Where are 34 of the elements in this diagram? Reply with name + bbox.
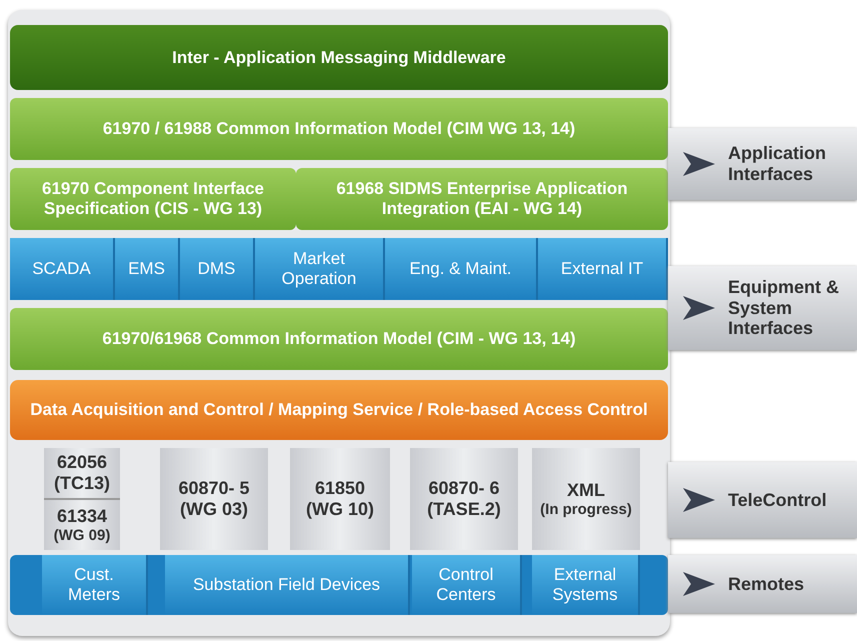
- module-cell: Eng. & Maint.: [385, 238, 538, 300]
- standard-number: XML: [567, 480, 605, 501]
- layer-band: 61970 / 61988 Common Information Model (CIM WG 13, 14): [10, 98, 668, 160]
- module-cell: Substation Field Devices: [165, 555, 410, 615]
- module-cell: EMS: [115, 238, 180, 300]
- interface-tab: [668, 555, 857, 613]
- interface-tab: [668, 266, 857, 350]
- layer-band: 61970/61968 Common Information Model (CIM - WG 13, 14): [10, 308, 668, 370]
- tab-label: Remotes: [728, 574, 806, 594]
- standard-note: (In progress): [540, 500, 632, 518]
- layer-band: Data Acquisition and Control / Mapping Service / Role-based Access Control: [10, 380, 668, 440]
- module-cell: External Systems: [532, 555, 640, 615]
- tab-label: TeleControl: [728, 490, 828, 510]
- interface-tab: [668, 462, 857, 538]
- standard-cell: 60870- 5 (WG 03): [160, 448, 268, 550]
- layer-band: Inter - Application Messaging Middleware: [10, 25, 668, 90]
- module-cell: External IT: [538, 238, 668, 300]
- standard-cell: [44, 500, 120, 550]
- module-cell: SCADA: [10, 238, 115, 300]
- module-cell: DMS: [180, 238, 255, 300]
- layer-band: 61968 SIDMS Enterprise Application Integration (EAI - WG 14): [296, 168, 668, 230]
- standard-cell: 62056 (TC13): [44, 448, 120, 498]
- standard-number: 61334: [56, 506, 108, 527]
- module-cell: Cust. Meters: [42, 555, 148, 615]
- module-cell: Control Centers: [412, 555, 522, 615]
- interface-tab: [668, 128, 857, 200]
- standard-note: (WG 09): [54, 526, 110, 544]
- tab-label: Equipment & System Interfaces: [728, 276, 840, 340]
- layer-band: 61970 Component Interface Specification (CIS - WG 13): [10, 168, 296, 230]
- module-cell: Market Operation: [255, 238, 385, 300]
- tab-label: Application Interfaces: [728, 143, 827, 185]
- standard-cell: 60870- 6 (TASE.2): [410, 448, 518, 550]
- standard-cell: 61850 (WG 10): [290, 448, 390, 550]
- standard-cell: [532, 448, 640, 550]
